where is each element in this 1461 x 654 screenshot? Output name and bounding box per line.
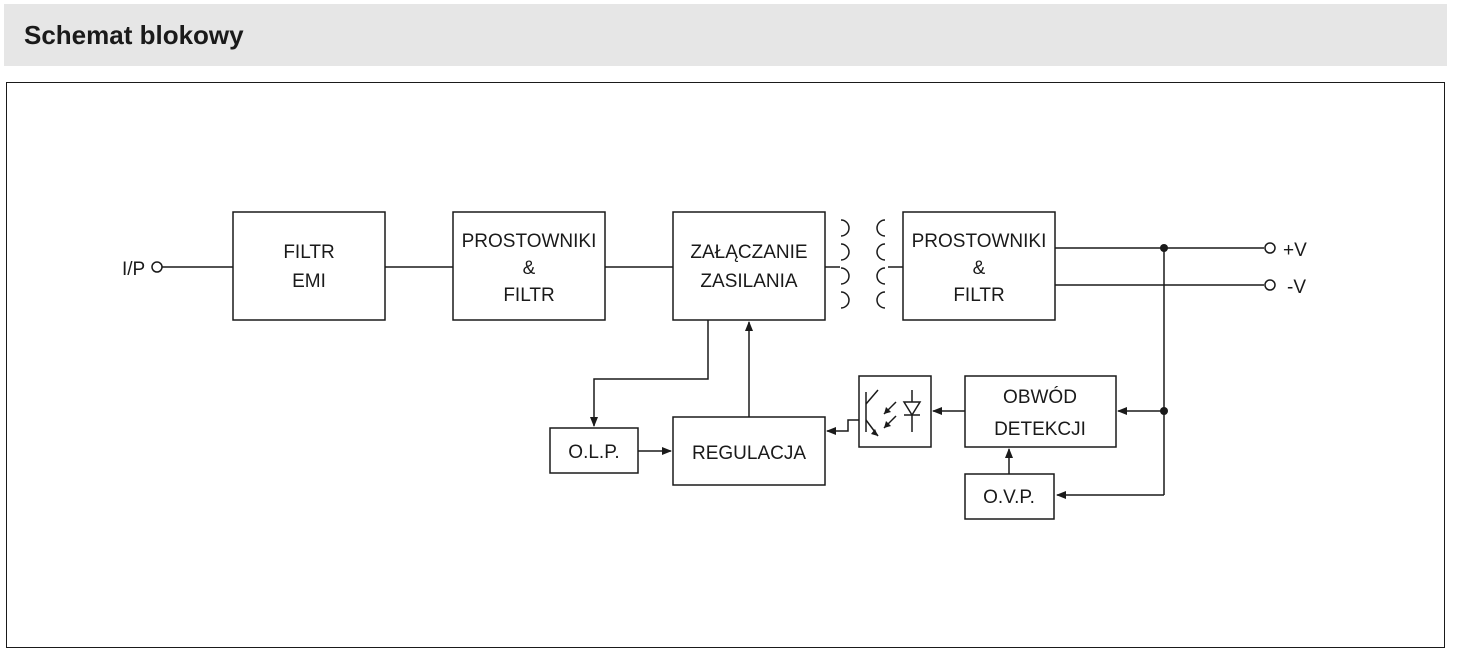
block-emi-filter: FILTR EMI	[232, 211, 386, 321]
positive-terminal-circle-icon	[1264, 242, 1276, 254]
switching-line2: ZASILANIA	[700, 271, 797, 292]
positive-output-label: +V	[1283, 240, 1307, 261]
switching-line1: ZAŁĄCZANIE	[690, 242, 807, 263]
negative-output-label: -V	[1287, 277, 1306, 298]
rectifier-out-line3: FILTR	[953, 285, 1004, 306]
wire-switching-to-olp	[590, 320, 709, 427]
page-title: Schemat blokowy	[24, 20, 244, 50]
block-power-switching: ZAŁĄCZANIE ZASILANIA	[672, 211, 826, 321]
section-header: Schemat blokowy	[4, 4, 1447, 66]
diagram-frame	[6, 82, 1445, 648]
emi-filter-line1: FILTR	[283, 242, 334, 263]
rectifier-out-line1: PROSTOWNIKI	[912, 231, 1047, 252]
wire-opto-to-regulation	[826, 419, 859, 435]
input-terminal-label: I/P	[122, 259, 145, 280]
emi-filter-line2: EMI	[292, 271, 326, 292]
input-terminal-circle-icon	[151, 261, 163, 273]
negative-terminal-circle-icon	[1264, 279, 1276, 291]
block-detection-circuit: OBWÓD DETEKCJI	[964, 375, 1117, 448]
block-ovp: O.V.P.	[964, 473, 1055, 520]
block-rectifier-output: PROSTOWNIKI & FILTR	[902, 211, 1056, 321]
rectifier-in-line1: PROSTOWNIKI	[462, 231, 597, 252]
rectifier-in-line3: FILTR	[503, 285, 554, 306]
block-rectifier-input: PROSTOWNIKI & FILTR	[452, 211, 606, 321]
olp-label: O.L.P.	[568, 442, 619, 463]
ovp-label: O.V.P.	[983, 487, 1035, 508]
regulation-label: REGULACJA	[692, 443, 806, 464]
optocoupler-icon	[858, 375, 932, 448]
rectifier-out-line2: &	[973, 258, 986, 279]
transformer-icon	[840, 219, 886, 309]
block-olp: O.L.P.	[549, 427, 639, 474]
rectifier-in-line2: &	[523, 258, 536, 279]
block-regulation: REGULACJA	[672, 416, 826, 486]
detection-line2: DETEKCJI	[994, 419, 1086, 440]
detection-line1: OBWÓD	[1003, 386, 1077, 408]
